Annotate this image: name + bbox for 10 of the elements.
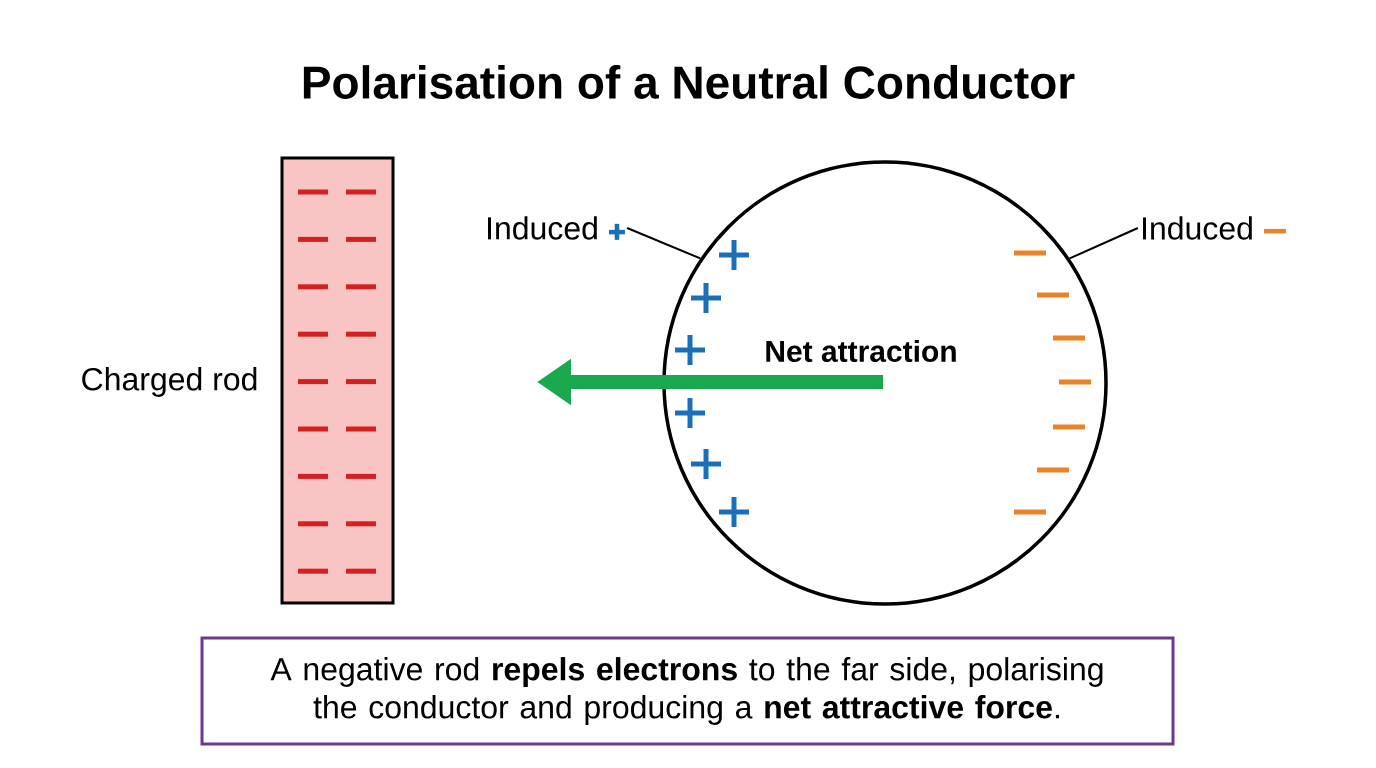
rod-label: Charged rod: [82, 367, 257, 397]
conductor-circle: [662, 160, 1108, 606]
induced-charge-label: Induced: [488, 216, 625, 240]
force-label: Net attraction: [766, 340, 956, 362]
leader-line: [1068, 227, 1139, 260]
charged-rod: [280, 156, 395, 605]
leader-line: [626, 227, 702, 260]
caption-box: A negative rod repels electrons to the far side, polarising the conductor and producing a net attractive force.: [200, 636, 1175, 746]
induced-charge-label: Induced: [1143, 216, 1286, 240]
title: Polarisation of a Neutral Conductor: [303, 65, 1075, 99]
